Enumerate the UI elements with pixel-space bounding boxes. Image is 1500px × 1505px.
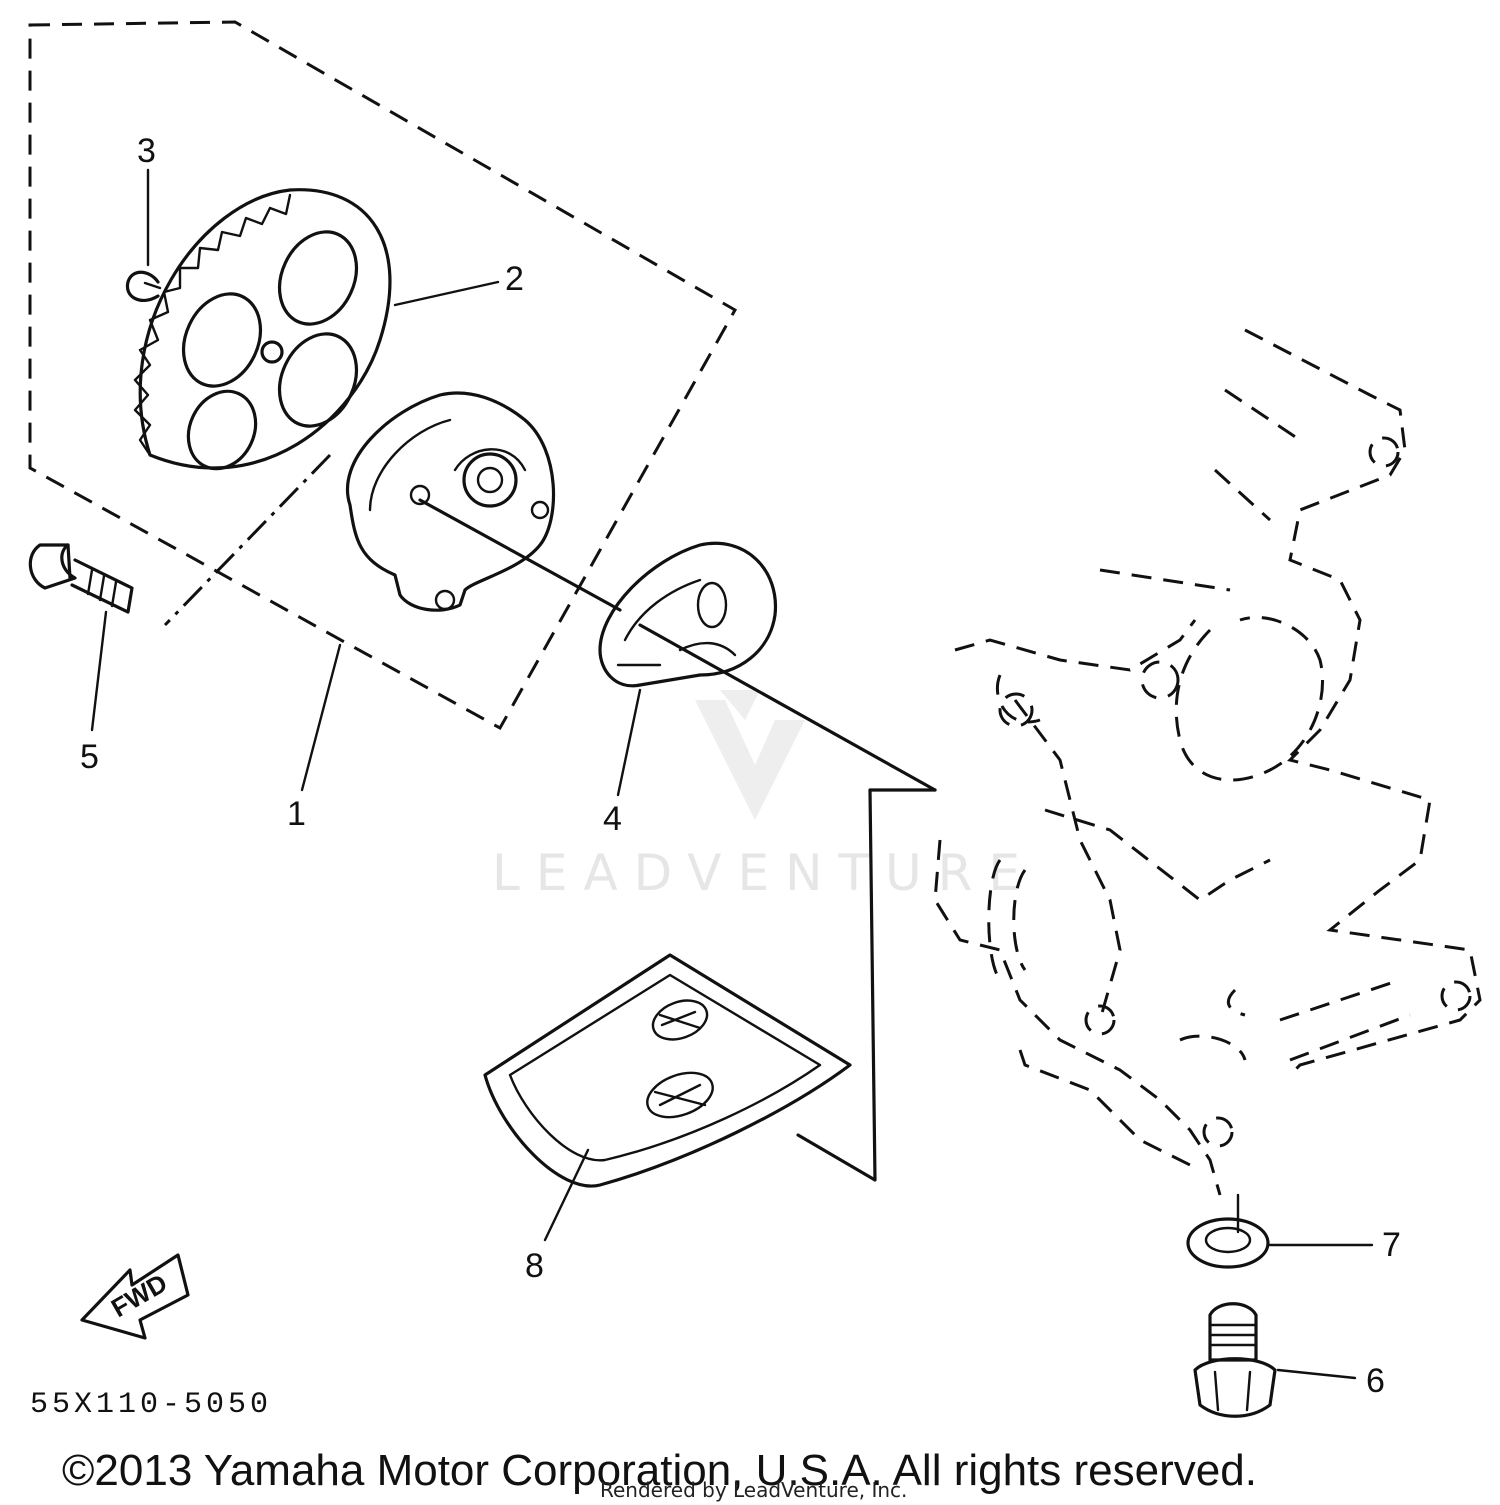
gear-axis-line <box>163 453 332 627</box>
circlip-part <box>125 270 162 302</box>
assembly-boundary <box>28 20 738 731</box>
diagram-part-code: 55X110-5050 <box>30 1388 272 1422</box>
forward-direction-label: FWD <box>106 1268 172 1324</box>
pump-gasket-part <box>598 541 778 688</box>
callout-8: 8 <box>525 1247 544 1285</box>
strainer-axis-line <box>796 788 937 1182</box>
watermark: LEADVENTURE <box>492 690 1036 902</box>
callout-5: 5 <box>80 738 99 776</box>
washer-part <box>1186 1193 1270 1269</box>
bolt-part <box>28 543 134 614</box>
callout-numbers: 1 2 3 4 5 6 7 8 <box>80 132 1401 1400</box>
forward-direction-icon: FWD <box>80 1253 190 1340</box>
callout-7: 7 <box>1382 1226 1401 1264</box>
callout-1: 1 <box>287 795 306 833</box>
pump-axis-line <box>418 498 937 792</box>
oil-strainer-part <box>483 953 852 1188</box>
copyright-notice: ©2013 Yamaha Motor Corporation, U.S.A. A… <box>62 1446 1257 1495</box>
pump-gear-part <box>133 188 392 471</box>
callout-2: 2 <box>505 260 524 298</box>
callout-3: 3 <box>137 132 156 170</box>
leader-lines <box>90 168 1374 1380</box>
watermark-text: LEADVENTURE <box>492 844 1036 902</box>
callout-6: 6 <box>1366 1362 1385 1400</box>
callout-4: 4 <box>603 800 622 838</box>
oil-pump-part <box>346 391 556 612</box>
watermark-logo-icon <box>695 690 805 820</box>
drain-plug-part <box>1193 1302 1277 1418</box>
rendered-by-credit: Rendered by LeadVenture, Inc. <box>600 1478 907 1502</box>
crankcase-outline <box>933 328 1482 1196</box>
